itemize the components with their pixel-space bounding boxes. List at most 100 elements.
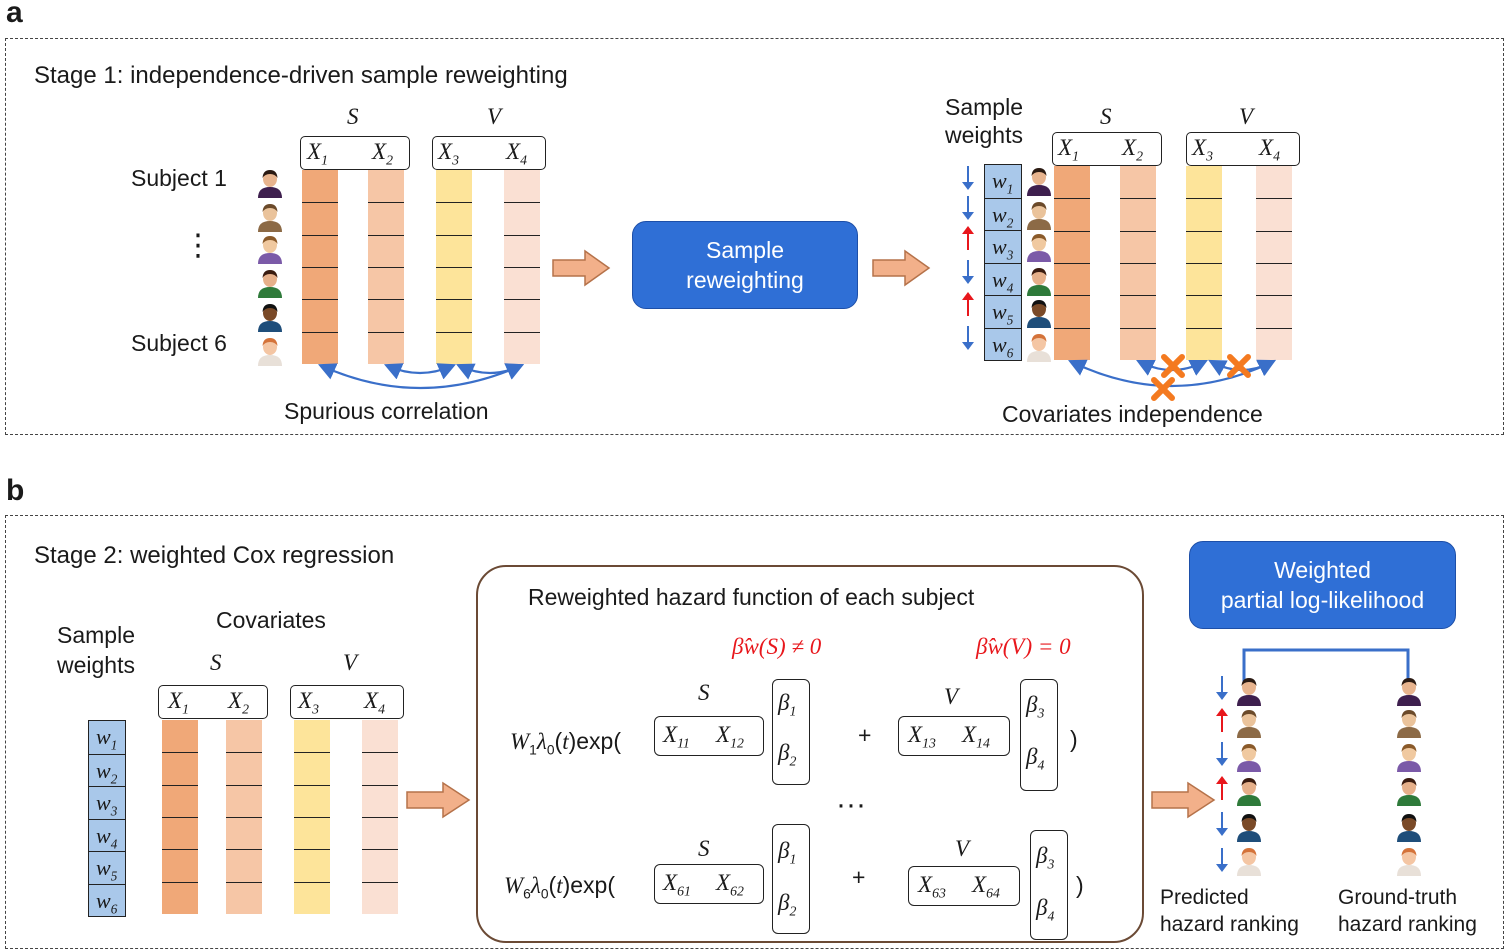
eq1-v-matrix bbox=[898, 716, 1010, 756]
row-divider bbox=[504, 267, 540, 268]
row-divider bbox=[1256, 328, 1292, 329]
weight-cell-2: w2 bbox=[89, 753, 125, 787]
eq2-beta-s bbox=[772, 824, 810, 934]
row-divider bbox=[504, 235, 540, 236]
row-divider bbox=[1186, 263, 1222, 264]
row-divider bbox=[368, 235, 404, 236]
weight-cell-3: w3 bbox=[89, 786, 125, 819]
row-divider bbox=[362, 785, 398, 786]
row-divider bbox=[294, 849, 330, 850]
person-icon bbox=[258, 304, 282, 332]
eq2-x62: X62 bbox=[716, 870, 744, 899]
weight-cell-1: w1 bbox=[96, 724, 118, 753]
row-divider bbox=[362, 849, 398, 850]
eq1-s: S bbox=[698, 680, 710, 705]
cov-x4-right: X4 bbox=[1259, 135, 1280, 164]
row-divider bbox=[368, 299, 404, 300]
row-divider bbox=[362, 752, 398, 753]
eq1-b4: β4 bbox=[1026, 744, 1045, 773]
subject-6-label: Subject 6 bbox=[131, 330, 227, 356]
group-v-label: V bbox=[487, 104, 502, 129]
row-divider bbox=[1186, 231, 1222, 232]
row-divider bbox=[162, 817, 198, 818]
weight-cell-5: w5 bbox=[985, 295, 1021, 328]
likelihood-label: Weighted partial log-likelihood bbox=[1220, 557, 1425, 613]
eq1-plus: + bbox=[858, 722, 872, 748]
group-s-label-b: S bbox=[210, 650, 222, 675]
rank-arrow-column bbox=[1216, 676, 1228, 872]
row-divider bbox=[226, 817, 262, 818]
header-s bbox=[300, 136, 410, 170]
row-divider bbox=[302, 267, 338, 268]
eq2-x64: X64 bbox=[972, 872, 1000, 901]
covariates-independence-caption: Covariates independence bbox=[1002, 401, 1263, 427]
person-icon bbox=[1397, 778, 1421, 806]
eq1-b1: β1 bbox=[778, 690, 797, 719]
beta-s-text: β̂w(S) ≠ 0 bbox=[732, 634, 822, 659]
eq2-b4: β4 bbox=[1036, 895, 1055, 924]
hazard-box-title: Reweighted hazard function of each subje… bbox=[528, 584, 975, 610]
covariate-column-1 bbox=[1054, 166, 1090, 360]
weight-cell-4: w4 bbox=[985, 262, 1021, 296]
row-divider bbox=[368, 332, 404, 333]
eq2-beta-v bbox=[1030, 830, 1068, 940]
eq1-s-matrix bbox=[654, 716, 764, 756]
row-divider bbox=[302, 299, 338, 300]
cov-x2: X2 bbox=[372, 139, 393, 168]
person-icon bbox=[258, 270, 282, 298]
row-divider bbox=[1120, 231, 1156, 232]
row-divider bbox=[1256, 231, 1292, 232]
covariate-column-2 bbox=[226, 720, 262, 914]
cov-x1-b: X1 bbox=[168, 688, 189, 717]
beta-s-label: β̂w(S) ≠ 0 bbox=[732, 634, 821, 660]
weight-cell-6: w6 bbox=[89, 883, 125, 917]
row-divider bbox=[436, 235, 472, 236]
process-arrow-1 bbox=[552, 249, 611, 287]
person-icon bbox=[1027, 268, 1051, 296]
covariate-column-4 bbox=[1256, 166, 1292, 360]
person-icon bbox=[1397, 848, 1421, 876]
eq2-b1: β1 bbox=[778, 838, 797, 867]
row-divider bbox=[294, 752, 330, 753]
row-divider bbox=[302, 235, 338, 236]
row-divider bbox=[1054, 263, 1090, 264]
person-icon bbox=[1237, 744, 1261, 772]
row-divider bbox=[436, 299, 472, 300]
person-icon bbox=[1237, 678, 1261, 706]
group-s-label: S bbox=[347, 104, 359, 129]
eq2-v: V bbox=[955, 836, 970, 861]
row-divider bbox=[1186, 295, 1222, 296]
cov-x2-b: X2 bbox=[228, 688, 249, 717]
person-icon bbox=[258, 236, 282, 264]
row-divider bbox=[1054, 328, 1090, 329]
person-icon bbox=[1397, 710, 1421, 738]
process-arrow-2 bbox=[872, 249, 931, 287]
ranking-bracket bbox=[1242, 648, 1410, 684]
person-icon bbox=[1027, 334, 1051, 362]
covariate-column-3 bbox=[1186, 166, 1222, 360]
process-arrow-3 bbox=[406, 781, 471, 819]
cov-x4-b: X4 bbox=[364, 688, 385, 717]
header-v-b bbox=[290, 685, 404, 719]
eq1-b2: β2 bbox=[778, 740, 797, 769]
covariate-column-3 bbox=[294, 720, 330, 914]
row-divider bbox=[1054, 198, 1090, 199]
cov-x3: X3 bbox=[438, 139, 459, 168]
eq1-x14: X14 bbox=[962, 722, 990, 751]
covariate-column-1 bbox=[302, 170, 338, 364]
panel-b-title: Stage 2: weighted Cox regression bbox=[34, 542, 395, 569]
person-icon bbox=[1027, 234, 1051, 262]
row-divider bbox=[362, 817, 398, 818]
row-divider bbox=[504, 299, 540, 300]
row-divider bbox=[162, 752, 198, 753]
correlation-arcs bbox=[317, 354, 1276, 401]
predicted-ranking-label: Predicted hazard ranking bbox=[1160, 886, 1299, 936]
row-divider bbox=[436, 267, 472, 268]
beta-v-text: β̂w(V) = 0 bbox=[976, 634, 1071, 659]
row-divider bbox=[1054, 231, 1090, 232]
eq1-x13: X13 bbox=[908, 722, 936, 751]
panel-b-letter: b bbox=[6, 474, 25, 507]
eq2-b2: β2 bbox=[778, 890, 797, 919]
person-icon bbox=[1237, 710, 1261, 738]
